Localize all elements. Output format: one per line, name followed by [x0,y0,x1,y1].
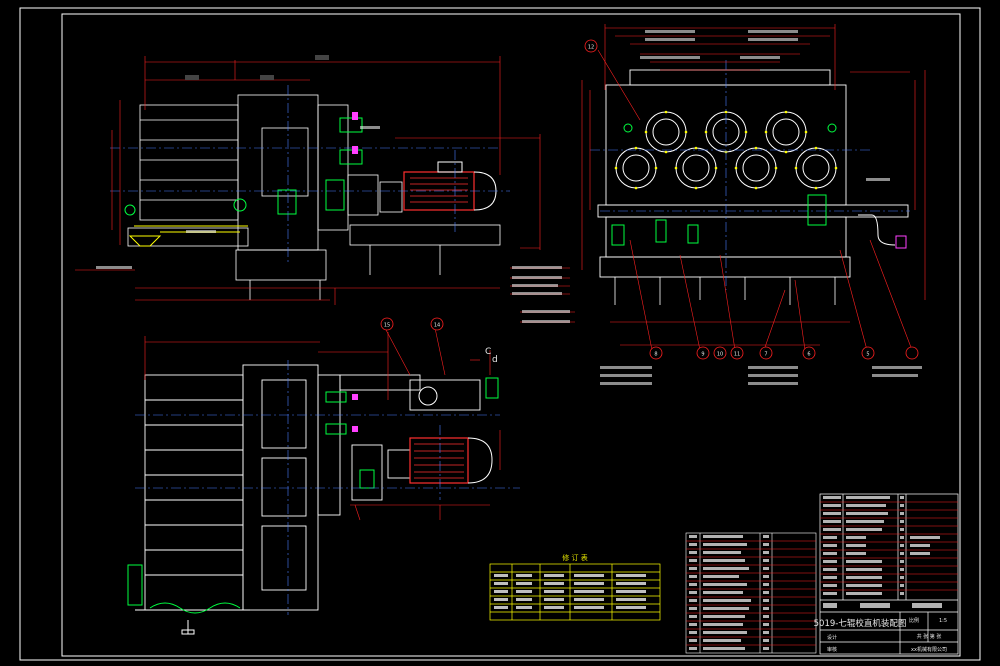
balloon-7: 7 [759,346,773,360]
company-label: xx机械有限公司 [911,646,947,653]
balloon-14: 14 [430,317,444,331]
front-view [75,55,575,323]
drawing-title: 5019-七辊校直机装配图 [814,618,907,629]
scale-value: 1:5 [939,618,947,624]
balloon-6: 6 [802,346,816,360]
sheet-label: 共 张 第 张 [917,633,942,640]
svg-text:14: 14 [434,323,440,329]
part-balloons: 15 14 12 8 9 10 11 7 6 5 [380,39,919,360]
balloon-11: 11 [730,346,744,360]
check-label: 审核 [827,646,837,653]
label-d: d [492,355,498,365]
revision-table-title: 修 订 表 [562,553,587,562]
top-view [127,327,520,635]
svg-text:8: 8 [654,352,657,358]
balloon-9: 9 [696,346,710,360]
inner-frame [61,13,961,657]
svg-text:15: 15 [384,323,390,329]
svg-text:7: 7 [764,352,767,358]
design-label: 设计 [827,634,837,641]
balloon-10: 10 [713,346,727,360]
revision-table: 修 订 表 [489,553,661,621]
svg-text:10: 10 [717,352,723,358]
balloon-12: 12 [584,39,598,53]
title-block: 5019-七辊校直机装配图 比例 1:5 共 张 第 张 设计 审核 xx机械有… [814,493,959,655]
svg-text:9: 9 [701,352,704,358]
label-c: C [485,347,491,357]
balloon-8: 8 [649,346,663,360]
side-view [581,24,926,351]
svg-text:12: 12 [588,45,594,51]
svg-text:11: 11 [734,352,740,358]
svg-text:5: 5 [866,352,869,358]
svg-text:6: 6 [807,352,810,358]
parts-list [685,532,817,654]
callout-notes [96,30,922,385]
balloon-15: 15 [380,317,394,331]
outer-frame [19,7,981,661]
scale-label: 比例 [909,617,919,624]
balloon-5: 5 [861,346,875,360]
